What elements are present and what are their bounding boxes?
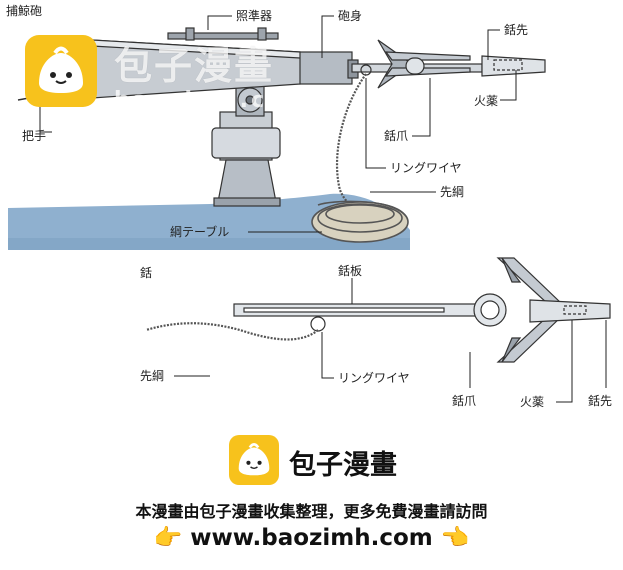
label-claw-top: 銛爪 [384, 129, 409, 143]
pointing-right-icon: 👉 [153, 525, 183, 551]
gun-pedestal [211, 85, 281, 207]
footer-brand: 包子漫畫 [289, 450, 397, 481]
rope-coil [311, 200, 409, 243]
pointing-left-icon: 👈 [440, 525, 470, 551]
label-ring-wire-top: リングワイヤ [390, 161, 462, 175]
bun-mascot-icon [39, 46, 83, 93]
watermark-url: baozimh.com [114, 88, 312, 113]
fore-rope-bottom [145, 322, 319, 341]
watermark-logo-badge [25, 35, 97, 107]
label-sight: 照準器 [236, 9, 273, 23]
label-barrel: 砲身 [338, 9, 363, 23]
top-harpoon [351, 39, 546, 89]
label-rope-table: 綱テーブル [170, 225, 230, 239]
gun-barrel [91, 39, 359, 99]
label-tip-bottom: 銛先 [588, 394, 613, 408]
label-ring-wire-bottom: リングワイヤ [338, 371, 410, 385]
gun-sight [167, 27, 279, 41]
label-fore-rope-top: 先綱 [440, 185, 465, 199]
diagram-title-whaling-gun: 捕鯨砲 [6, 4, 43, 18]
footer-subtitle: 本漫畫由包子漫畫收集整理，更多免費漫畫請訪問 [135, 502, 488, 521]
diagram-title-harpoon: 銛 [140, 266, 153, 280]
sea-surface [8, 193, 410, 250]
label-gunpowder-top: 火薬 [474, 94, 499, 108]
label-plate: 銛板 [338, 264, 363, 278]
label-tip-top: 銛先 [504, 23, 529, 37]
leader-lines [39, 15, 607, 403]
bun-mascot-icon [238, 443, 270, 476]
label-gunpowder-bottom: 火薬 [520, 395, 545, 409]
label-fore-rope-bottom: 先綱 [140, 369, 165, 383]
watermark-brand: 包子漫畫 [114, 44, 275, 88]
footer-url-link[interactable]: www.baozimh.com [190, 525, 433, 551]
footer-logo-badge [229, 435, 279, 485]
label-handle: 把手 [22, 129, 47, 143]
sea-shadow [8, 238, 410, 250]
bottom-harpoon [233, 257, 611, 363]
footer-url-row: 👉 www.baozimh.com 👈 [0, 524, 623, 551]
label-claw-bottom: 銛爪 [452, 394, 477, 408]
